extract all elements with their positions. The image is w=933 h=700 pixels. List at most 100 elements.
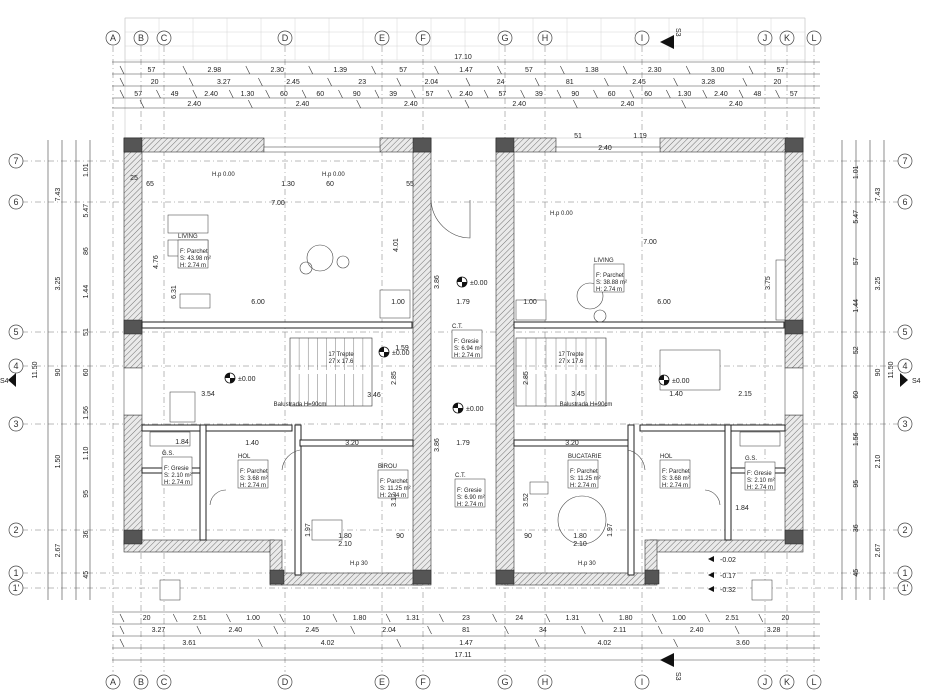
doors: [209, 199, 721, 506]
ceiling-height-label: H.p 0.00: [550, 211, 573, 217]
grid-row-label: 3: [902, 419, 907, 429]
bottom-dimension: 81: [462, 627, 470, 634]
right-dimension: 7.43: [875, 188, 882, 202]
interior-dimension: 3.46: [367, 392, 381, 399]
left-dimension: 7.43: [55, 188, 62, 202]
interior-dimension: 1.59: [395, 345, 409, 352]
bottom-dimension: 24: [515, 615, 523, 622]
room-tag-line: H: 2.74 m: [164, 480, 190, 486]
left-dimension: 1.01: [83, 163, 90, 177]
grid-row-label: 7: [902, 156, 907, 166]
interior-dimension: 2.15: [738, 391, 752, 398]
top-dimension: 3.00: [711, 67, 725, 74]
bottom-dimension: 1.31: [566, 615, 580, 622]
grid-column-label: A: [110, 677, 116, 687]
grid-column-E-bottom: E: [374, 674, 390, 690]
room-tag-line: S: 11.25 m²: [380, 486, 411, 492]
top-dimension: 90: [353, 91, 361, 98]
top-dimension: 2.40: [512, 101, 526, 108]
grid-row-5-left: 5: [8, 324, 24, 340]
grid-column-J-top: J: [757, 30, 773, 46]
bottom-dimension: 23: [462, 615, 470, 622]
top-dimension: 2.30: [648, 67, 662, 74]
ceiling-height-label: H.p 30: [578, 561, 596, 567]
grid-column-E-top: E: [374, 30, 390, 46]
top-dimension: 2.40: [204, 91, 218, 98]
grid-column-D-bottom: D: [277, 674, 293, 690]
grid-row-1-right: 1: [897, 565, 913, 581]
room-tag-line: H: 2.74 m: [747, 485, 773, 491]
level-marker-label: ±0.00: [392, 350, 410, 357]
left-dimension: 60: [83, 369, 90, 377]
interior-dimension: 1.00: [391, 299, 405, 306]
left-dimension: 95: [83, 490, 90, 498]
interior-dimension: 1.40: [669, 391, 683, 398]
grid-column-label: I: [641, 677, 644, 687]
grid-row-4-left: 4: [8, 358, 24, 374]
bottom-dimension: 3.60: [736, 640, 750, 647]
interior-dimension: 2.85: [391, 371, 398, 385]
interior-dimension: 1.79: [456, 440, 470, 447]
room-tag-line: H: 2.74 m: [457, 502, 483, 508]
interior-dimension: 1.19: [633, 133, 647, 140]
interior-dimension: 3.52: [523, 493, 530, 507]
grid-row-label: 3: [13, 419, 18, 429]
grid-row-1-left: 1: [8, 565, 24, 581]
right-overall-dimension: 11.50: [888, 361, 895, 378]
grid-column-I-top: I: [634, 30, 650, 46]
section-s4-left-label: S4: [0, 378, 9, 385]
interior-dimension: 60: [326, 181, 334, 188]
bottom-dimension: 20: [781, 615, 789, 622]
interior-dimension: 1.79: [456, 299, 470, 306]
top-dimension: 2.30: [270, 67, 284, 74]
room-tag-line: H: 2.74 m: [662, 483, 688, 489]
level-marker-label: -0.02: [720, 557, 736, 564]
interior-dimension: 3.75: [765, 276, 772, 290]
level-marker-label: ±0.00: [238, 376, 256, 383]
level-marker: ±0.00: [452, 402, 484, 414]
dimension-lines: [47, 61, 885, 661]
grid-column-label: H: [542, 33, 549, 43]
grid-column-label: B: [138, 33, 144, 43]
stairs-left-size: 27 x 17.6: [329, 359, 354, 365]
stairs-right-title: 17 Trepte: [558, 352, 584, 358]
right-dimension: 5.47: [853, 210, 860, 224]
interior-dimension: 6.31: [171, 285, 178, 299]
level-marker: ±0.00: [378, 346, 410, 358]
interior-dimension: 3.86: [434, 438, 441, 452]
room-tag-line: HOL: [660, 454, 673, 460]
grid-column-label: J: [763, 677, 768, 687]
grid-column-label: G: [501, 677, 508, 687]
grid-column-L-top: L: [806, 30, 822, 46]
grid-column-label: I: [641, 33, 644, 43]
interior-dimension: 1.80: [338, 533, 352, 540]
stairs-right-size: 27 x 17.6: [559, 359, 584, 365]
interior-dimension: 7.00: [643, 239, 657, 246]
grid-column-L-bottom: L: [806, 674, 822, 690]
top-dimension: 57: [148, 67, 156, 74]
terrace-paving: [124, 17, 806, 139]
room-tag-line: H: 2.74 m: [596, 287, 622, 293]
interior-dimension: 1.80: [573, 533, 587, 540]
grid-row-4-right: 4: [897, 358, 913, 374]
left-overall-dimension: 11.50: [32, 361, 39, 378]
interior-dimension: 25: [130, 175, 138, 182]
top-dimension: 2.45: [286, 79, 300, 86]
top-dimension: 60: [608, 91, 616, 98]
grid-column-label: K: [784, 33, 790, 43]
section-s4-left-marker: [8, 373, 16, 387]
grid-column-label: A: [110, 33, 116, 43]
grid-row-label: 1: [13, 568, 18, 578]
grid-column-A-bottom: A: [105, 674, 121, 690]
room-tag-line: S: 6.90 m²: [457, 495, 485, 501]
room-tag-line: S: 43.98 m²: [180, 256, 211, 262]
room-tag-line: F: Parchet: [596, 273, 624, 279]
bottom-dimension: 4.02: [321, 640, 335, 647]
grid-row-7-right: 7: [897, 153, 913, 169]
interior-dimension: 6.00: [251, 299, 265, 306]
interior-dimension: 3.20: [565, 440, 579, 447]
